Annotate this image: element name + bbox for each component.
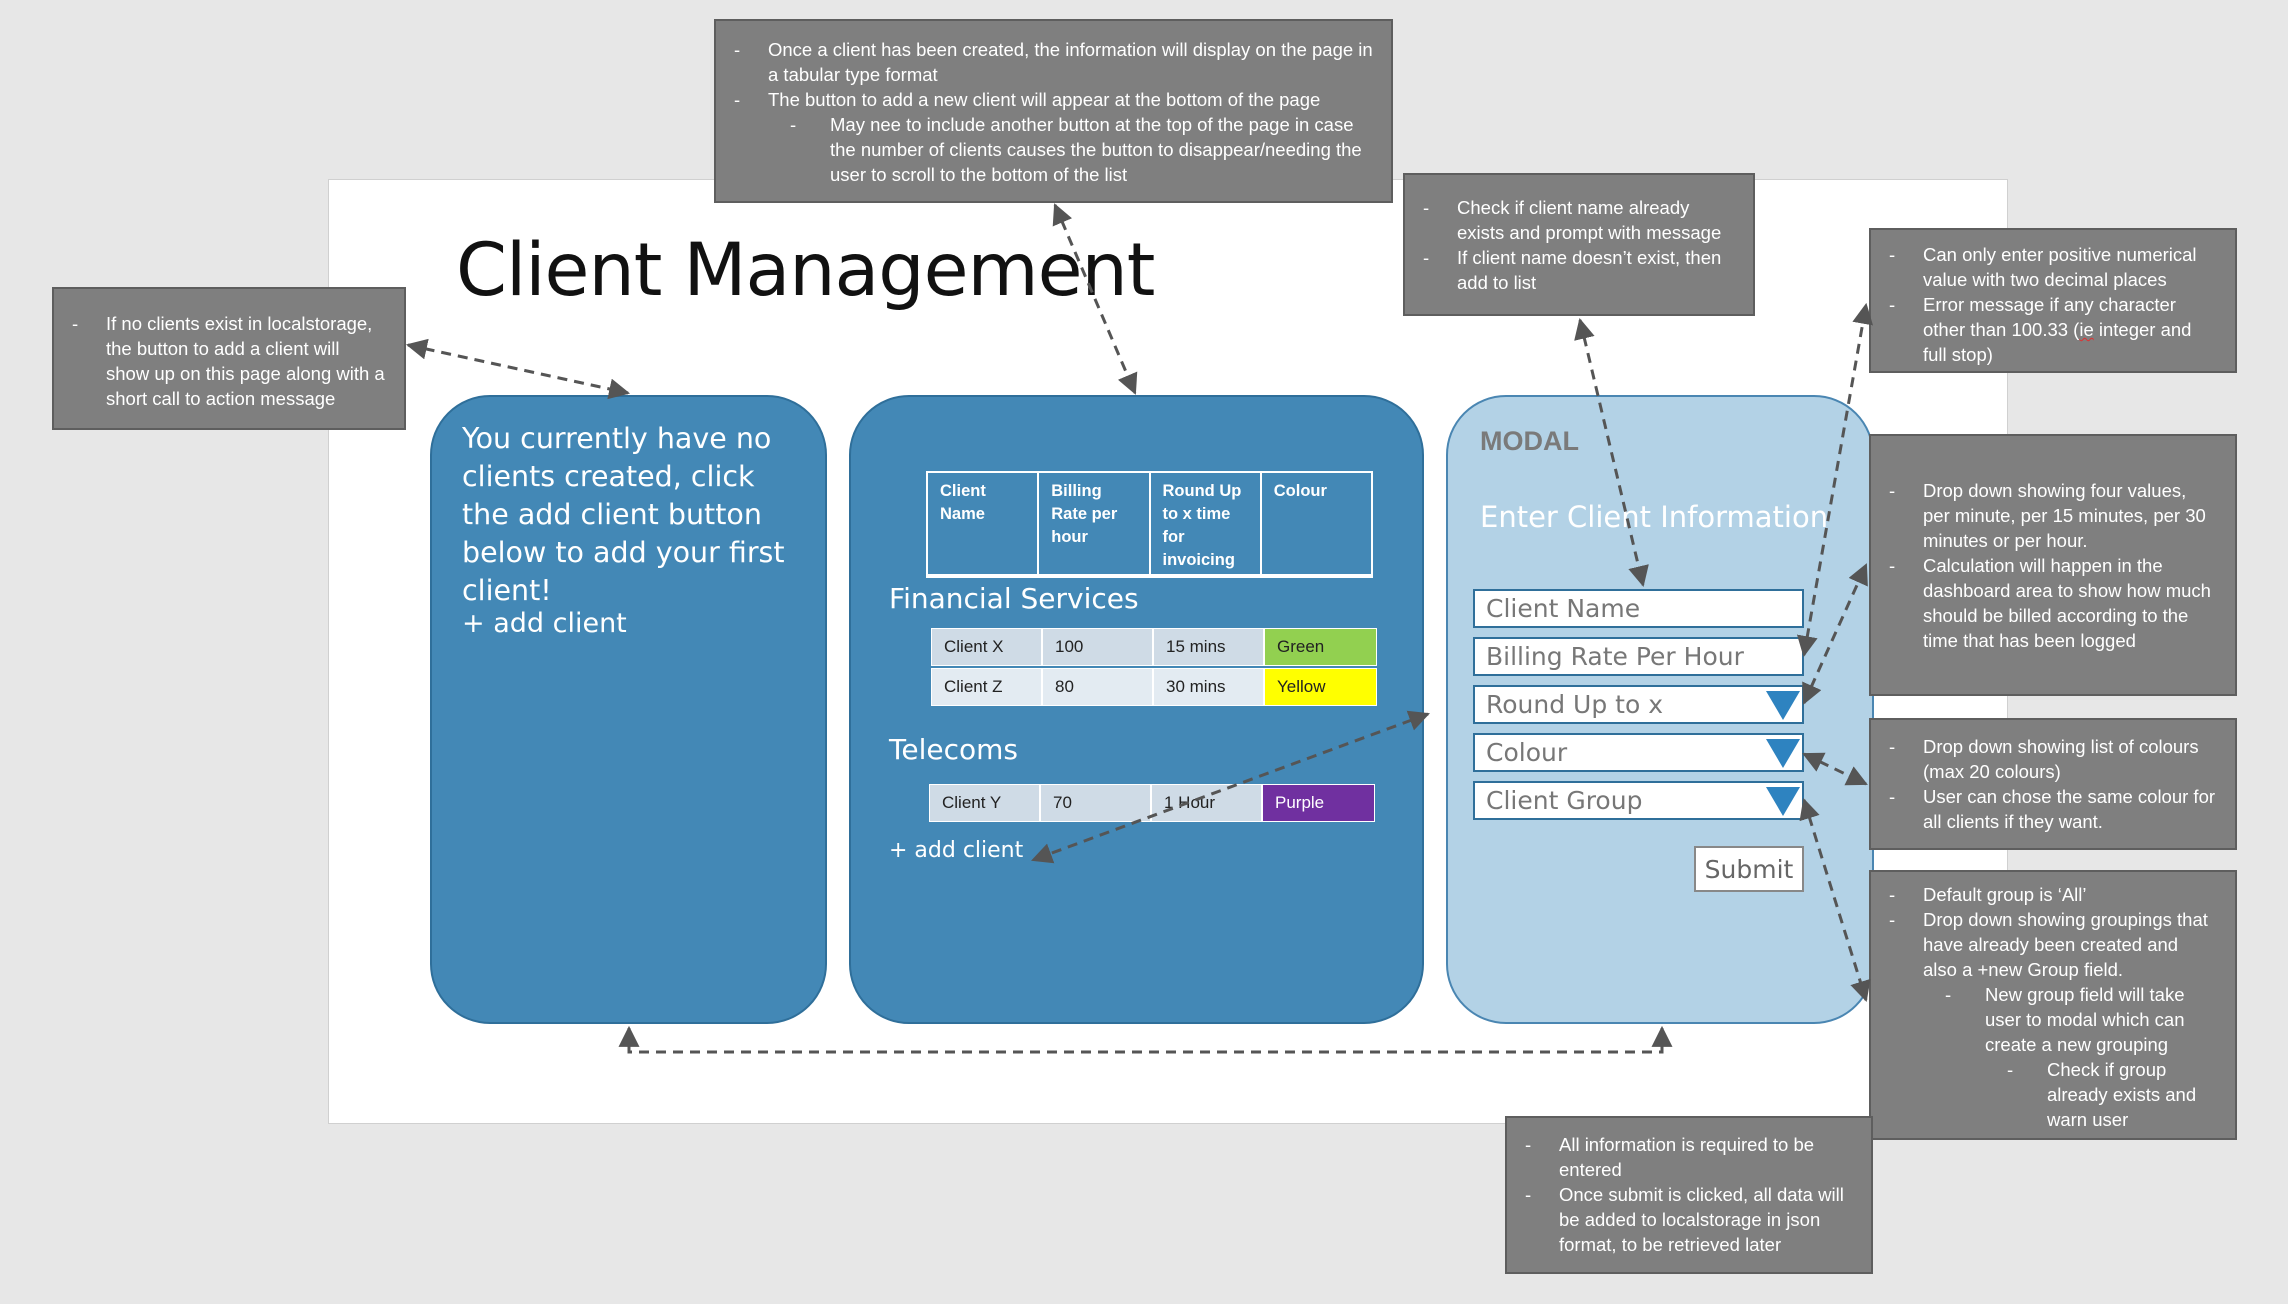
client-list-panel bbox=[849, 395, 1424, 1024]
column-header: Colour bbox=[1273, 482, 1327, 500]
billing-rate-field[interactable]: Billing Rate Per Hour bbox=[1473, 637, 1804, 676]
dropdown-triangle-icon bbox=[1766, 739, 1800, 768]
table-row[interactable]: Client X 100 15 mins Green bbox=[931, 628, 1377, 666]
note-text: New group field will take user to modal … bbox=[1985, 984, 2185, 1055]
colour-select[interactable]: Colour bbox=[1473, 733, 1804, 772]
empty-state-message: You currently have no clients created, c… bbox=[462, 422, 785, 607]
note-line: Error message if any character other tha… bbox=[1875, 292, 2217, 367]
empty-add-client-button[interactable]: + add client bbox=[462, 608, 627, 639]
client-table-header: Client Name Billing Rate per hour Round … bbox=[926, 471, 1373, 578]
cell-client-name: Client X bbox=[932, 629, 1043, 665]
note-line: User can chose the same colour for all c… bbox=[1875, 784, 2217, 834]
dropdown-triangle-icon bbox=[1766, 787, 1800, 816]
note-line: If no clients exist in localstorage, the… bbox=[58, 311, 386, 411]
note-table-display: Once a client has been created, the info… bbox=[714, 19, 1393, 203]
note-line: Check if client name already exists and … bbox=[1409, 195, 1735, 245]
note-line: Drop down showing four values, per minut… bbox=[1875, 478, 2217, 553]
note-billing-rate: Can only enter positive numerical value … bbox=[1869, 228, 2237, 373]
cell-client-name: Client Z bbox=[932, 669, 1043, 705]
cell-roundup: 30 mins bbox=[1154, 669, 1265, 705]
table-row[interactable]: Client Y 70 1 Hour Purple bbox=[929, 784, 1375, 822]
group-title-financial-services: Financial Services bbox=[889, 582, 1139, 615]
note-line: Check if group already exists and warn u… bbox=[1985, 1057, 2217, 1132]
note-line: Drop down showing list of colours (max 2… bbox=[1875, 734, 2217, 784]
note-text: Error message if any character other tha… bbox=[1923, 294, 2176, 340]
note-line: Once a client has been created, the info… bbox=[720, 37, 1373, 87]
note-line: The button to add a new client will appe… bbox=[720, 87, 1373, 187]
cell-rate: 80 bbox=[1043, 669, 1154, 705]
note-empty-state: If no clients exist in localstorage, the… bbox=[52, 287, 406, 430]
note-line: Can only enter positive numerical value … bbox=[1875, 242, 2217, 292]
field-placeholder: Client Name bbox=[1486, 594, 1641, 623]
modal-heading: Enter Client Information bbox=[1480, 500, 1829, 534]
note-text: The button to add a new client will appe… bbox=[768, 89, 1321, 110]
note-line: Default group is ‘All’ bbox=[1875, 882, 2217, 907]
note-line: New group field will take user to modal … bbox=[1923, 982, 2217, 1132]
note-line: Drop down showing groupings that have al… bbox=[1875, 907, 2217, 1132]
note-line: If client name doesn’t exist, then add t… bbox=[1409, 245, 1735, 295]
table-row[interactable]: Client Z 80 30 mins Yellow bbox=[931, 668, 1377, 706]
field-placeholder: Client Group bbox=[1486, 786, 1643, 815]
note-submit: All information is required to be entere… bbox=[1505, 1116, 1873, 1274]
cell-colour: Purple bbox=[1263, 785, 1374, 821]
modal-label: MODAL bbox=[1480, 426, 1579, 456]
note-colour: Drop down showing list of colours (max 2… bbox=[1869, 718, 2237, 850]
cell-rate: 70 bbox=[1041, 785, 1152, 821]
note-line: Once submit is clicked, all data will be… bbox=[1511, 1182, 1853, 1257]
dropdown-triangle-icon bbox=[1766, 691, 1800, 720]
client-name-field[interactable]: Client Name bbox=[1473, 589, 1804, 628]
submit-button[interactable]: Submit bbox=[1694, 846, 1804, 892]
cell-roundup: 15 mins bbox=[1154, 629, 1265, 665]
note-client-group: Default group is ‘All’ Drop down showing… bbox=[1869, 870, 2237, 1140]
note-text: ie bbox=[2079, 319, 2094, 340]
note-text: integer and full stop) bbox=[1923, 319, 2192, 365]
client-group-select[interactable]: Client Group bbox=[1473, 781, 1804, 820]
add-client-button[interactable]: + add client bbox=[889, 838, 1024, 863]
note-line: Calculation will happen in the dashboard… bbox=[1875, 553, 2217, 653]
note-round-up: Drop down showing four values, per minut… bbox=[1869, 434, 2237, 696]
page-title: Client Management bbox=[456, 228, 1155, 313]
note-client-name: Check if client name already exists and … bbox=[1403, 173, 1755, 316]
column-header: Client Name bbox=[928, 473, 1040, 574]
column-header: Round Up to x time for invoicing bbox=[1151, 473, 1262, 574]
cell-roundup: 1 Hour bbox=[1152, 785, 1263, 821]
cell-client-name: Client Y bbox=[930, 785, 1041, 821]
column-header: Billing Rate per hour bbox=[1039, 473, 1151, 574]
note-text: Drop down showing groupings that have al… bbox=[1923, 909, 2208, 980]
cell-colour: Yellow bbox=[1265, 669, 1376, 705]
field-placeholder: Colour bbox=[1486, 738, 1568, 767]
field-placeholder: Billing Rate Per Hour bbox=[1486, 642, 1744, 671]
field-placeholder: Round Up to x bbox=[1486, 690, 1664, 719]
note-line: All information is required to be entere… bbox=[1511, 1132, 1853, 1182]
note-line: May nee to include another button at the… bbox=[768, 112, 1373, 187]
round-up-select[interactable]: Round Up to x bbox=[1473, 685, 1804, 724]
cell-rate: 100 bbox=[1043, 629, 1154, 665]
cell-colour: Green bbox=[1265, 629, 1376, 665]
group-title-telecoms: Telecoms bbox=[889, 733, 1018, 766]
empty-state-panel bbox=[430, 395, 827, 1024]
